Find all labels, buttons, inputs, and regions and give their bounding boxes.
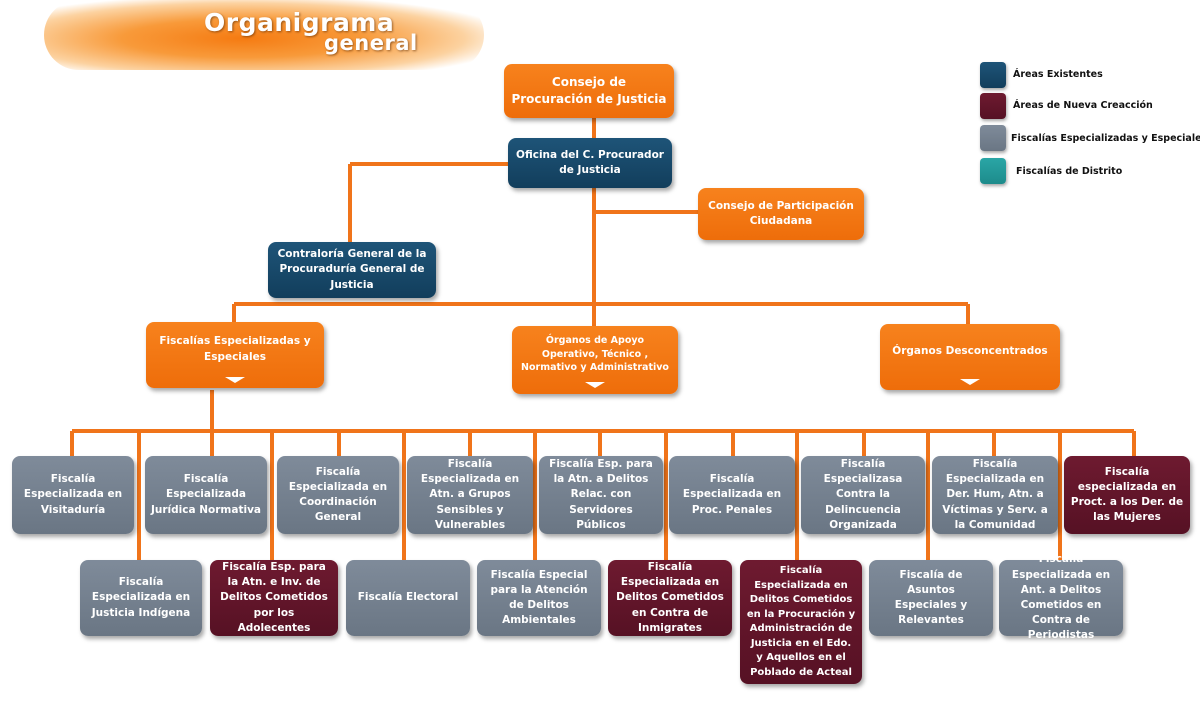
node-ambientales: Fiscalía Especial para la Atención de De… xyxy=(477,560,601,636)
node-delincuencia: Fiscalía Especializasa Contra la Delincu… xyxy=(801,456,925,534)
node-coordinacion: Fiscalía Especializada en Coordinación G… xyxy=(277,456,399,534)
node-inmigrantes: Fiscalía Especializada en Delitos Cometi… xyxy=(608,560,732,636)
node-servidores-publicos: Fiscalía Esp. para la Atn. a Delitos Rel… xyxy=(539,456,663,534)
node-visitaduria: Fiscalía Especializada en Visitaduría xyxy=(12,456,134,534)
node-oficina-procurador: Oficina del C. Procurador de Justicia xyxy=(508,138,672,188)
node-periodistas: Fiscalía Especializada en Ant. a Delitos… xyxy=(999,553,1123,641)
node-mujeres: Fiscalía especializada en Proct. a los D… xyxy=(1064,456,1190,534)
title-line2: general xyxy=(324,31,418,55)
chevron-down-icon xyxy=(960,379,980,385)
chevron-down-icon xyxy=(225,377,245,383)
legend-swatch-existentes xyxy=(980,62,1006,88)
node-consejo-participacion: Consejo de Participación Ciudadana xyxy=(698,188,864,240)
node-der-hum: Fiscalía Especializada en Der. Hum, Atn.… xyxy=(932,456,1058,534)
node-contraloria: Contraloría General de la Procuraduría G… xyxy=(268,242,436,298)
node-asuntos: Fiscalía de Asuntos Especiales y Relevan… xyxy=(869,560,993,636)
legend-swatch-especializadas xyxy=(980,125,1006,151)
node-justicia-indigena: Fiscalía Especializada en Justicia Indíg… xyxy=(80,560,202,636)
node-electoral: Fiscalía Electoral xyxy=(346,560,470,636)
legend-label-existentes: Áreas Existentes xyxy=(1013,69,1103,80)
title-banner: Organigrama general xyxy=(44,0,484,70)
node-juridica: Fiscalía Especializada Jurídica Normativ… xyxy=(145,456,267,534)
legend-swatch-distrito xyxy=(980,158,1006,184)
legend-label-nueva: Áreas de Nueva Creacción xyxy=(1013,100,1153,111)
title-line1: Organigrama xyxy=(204,8,395,37)
node-grupos-sensibles: Fiscalía Especializada en Atn. a Grupos … xyxy=(407,456,533,534)
node-consejo-procuracion: Consejo de Procuración de Justicia xyxy=(504,64,674,118)
chevron-down-icon xyxy=(585,382,605,388)
node-acteal: Fiscalía Especializada en Delitos Cometi… xyxy=(740,560,862,684)
legend-swatch-nueva xyxy=(980,93,1006,119)
legend-label-especializadas: Fiscalías Especializadas y Especiales xyxy=(1011,133,1200,144)
legend-label-distrito: Fiscalías de Distrito xyxy=(1016,166,1123,177)
node-proc-penales: Fiscalía Especializada en Proc. Penales xyxy=(669,456,795,534)
node-adolecentes: Fiscalía Esp. para la Atn. e Inv. de Del… xyxy=(210,560,338,636)
